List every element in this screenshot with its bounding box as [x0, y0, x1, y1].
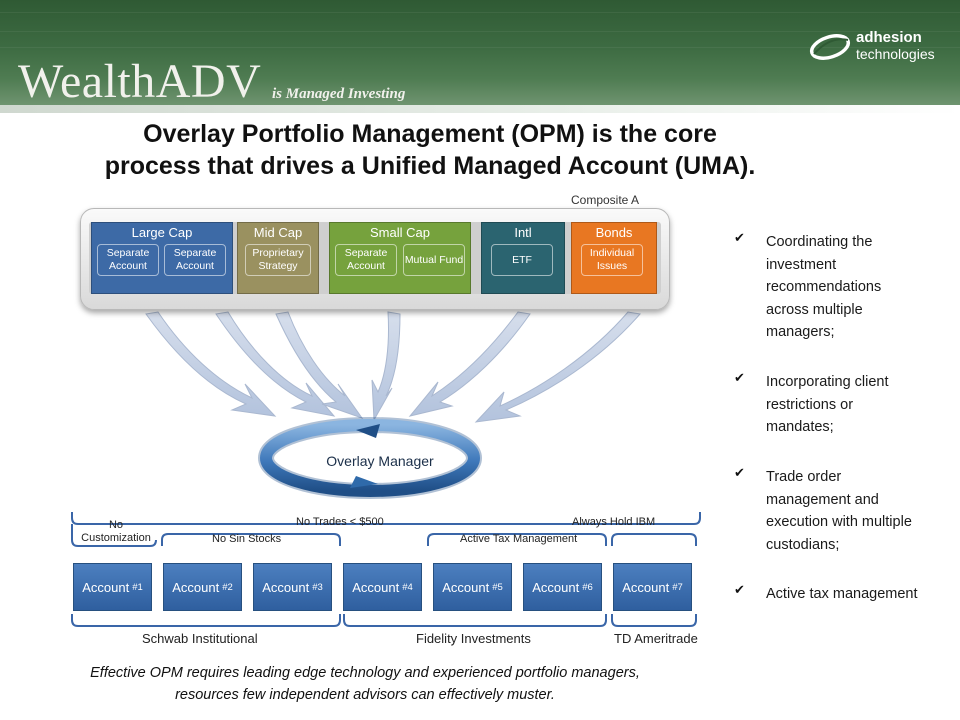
checkmark-icon: ✔ [734, 230, 745, 245]
bracket-schwab [71, 614, 341, 627]
account-label: Account [442, 579, 490, 595]
category-title: Mid Cap [253, 225, 303, 240]
logo-tagline: is Managed Investing [272, 86, 406, 102]
restriction-active-tax: Active Tax Management [460, 533, 578, 545]
banner-texture [0, 31, 960, 32]
category-small-cap: Small Cap Separate Account Mutual Fund [329, 222, 471, 294]
checkmark-icon: ✔ [734, 370, 745, 385]
banner-texture [0, 47, 960, 48]
sub-strategy: Separate Account [164, 244, 226, 276]
footnote-line-2: resources few independent advisors can e… [175, 687, 555, 703]
restriction-no-customization: No Customization [81, 519, 151, 544]
account-label: Account [352, 579, 400, 595]
account-box-3: Account#3 [253, 563, 332, 611]
list-item-text: Active tax management [766, 586, 918, 602]
account-number: #4 [402, 581, 413, 593]
composite-tray: Large Cap Separate Account Separate Acco… [80, 208, 670, 310]
category-title: Intl [514, 225, 532, 240]
header-banner: WealthADV is Managed Investing adhesion … [0, 0, 960, 105]
sub-strategy: Separate Account [97, 244, 159, 276]
banner-texture [0, 12, 960, 13]
category-bonds: Bonds Individual Issues [571, 222, 657, 294]
restriction-always-ibm: Always Hold IBM [572, 516, 656, 528]
footnote-line-1: Effective OPM requires leading edge tech… [90, 665, 640, 681]
sub-strategy: ETF [491, 244, 553, 276]
bracket-top [71, 512, 701, 525]
account-label: Account [172, 579, 220, 595]
account-label: Account [622, 579, 670, 595]
account-number: #5 [492, 581, 503, 593]
category-title: Small Cap [370, 225, 430, 240]
category-title: Large Cap [131, 225, 193, 240]
adhesion-brand: adhesion technologies [808, 28, 948, 68]
title-line-1: Overlay Portfolio Management (OPM) is th… [143, 120, 717, 148]
flow-arrow-intl [408, 311, 531, 417]
category-mid-cap: Mid Cap Proprietary Strategy [237, 222, 319, 294]
banner-strip [0, 105, 960, 113]
flow-arrow-bonds [474, 311, 641, 423]
account-box-4: Account#4 [343, 563, 422, 611]
footnote: Effective OPM requires leading edge tech… [20, 662, 710, 706]
custodian-td-ameritrade: TD Ameritrade [614, 631, 698, 646]
account-box-5: Account#5 [433, 563, 512, 611]
checkmark-icon: ✔ [734, 582, 745, 597]
category-intl: Intl ETF [481, 222, 565, 294]
overlay-manager-ring [258, 417, 482, 499]
account-box-7: Account#7 [613, 563, 692, 611]
account-number: #2 [222, 581, 233, 593]
account-number: #7 [672, 581, 683, 593]
composite-label: Composite A [571, 193, 640, 207]
sub-strategy: Separate Account [335, 244, 397, 276]
category-large-cap: Large Cap Separate Account Separate Acco… [91, 222, 233, 294]
bracket-fidelity [343, 614, 607, 627]
account-box-6: Account#6 [523, 563, 602, 611]
title-line-2: process that drives a Unified Managed Ac… [104, 152, 756, 180]
account-label: Account [82, 579, 130, 595]
account-number: #3 [312, 581, 323, 593]
account-box-1: Account#1 [73, 563, 152, 611]
flow-arrow-small-cap [371, 311, 401, 422]
flow-arrow-large-cap [145, 311, 277, 417]
brand-subtitle: technologies [856, 46, 935, 62]
restriction-no-trades: No Trades < $500 [296, 516, 384, 528]
account-label: Account [532, 579, 580, 595]
brand-name: adhesion [856, 29, 922, 46]
account-box-2: Account#2 [163, 563, 242, 611]
sub-strategy: Individual Issues [581, 244, 643, 276]
page-title: Overlay Portfolio Management (OPM) is th… [30, 118, 830, 182]
account-label: Account [262, 579, 310, 595]
bracket-always-ibm [611, 533, 697, 546]
flow-arrow-mid-cap [275, 311, 364, 419]
wealthadv-logo: WealthADV [18, 55, 262, 106]
category-row: Large Cap Separate Account Separate Acco… [89, 222, 661, 294]
category-title: Bonds [595, 225, 633, 240]
swoosh-icon [809, 34, 851, 60]
sub-strategy: Mutual Fund [403, 244, 465, 276]
checkmark-icon: ✔ [734, 465, 745, 480]
custodian-schwab: Schwab Institutional [142, 631, 258, 646]
custodian-fidelity: Fidelity Investments [416, 631, 531, 646]
account-number: #6 [582, 581, 593, 593]
bracket-no-customization [71, 524, 157, 547]
sub-strategy: Proprietary Strategy [245, 244, 311, 276]
overlay-manager-label: Overlay Manager [326, 453, 434, 469]
bracket-td [611, 614, 697, 627]
restriction-no-sin-stocks: No Sin Stocks [212, 533, 282, 545]
bracket-active-tax [427, 533, 607, 546]
bracket-no-sin-stocks [161, 533, 341, 546]
flow-arrow-large-cap-2 [215, 311, 336, 417]
account-number: #1 [132, 581, 143, 593]
